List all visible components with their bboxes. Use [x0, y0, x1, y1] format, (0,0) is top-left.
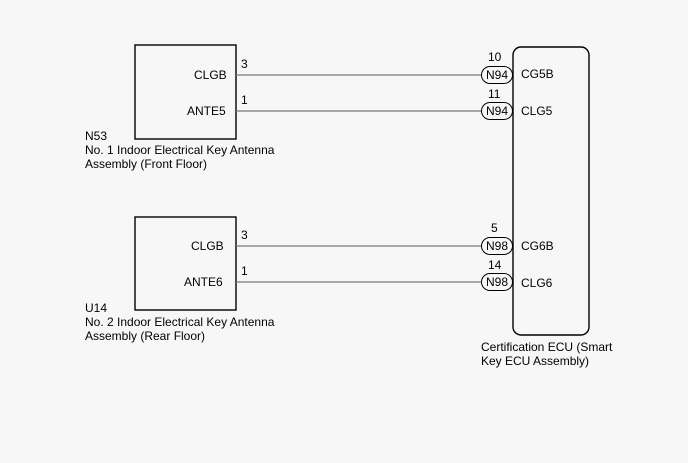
- u14-name-line1: No. 2 Indoor Electrical Key Antenna: [85, 315, 275, 329]
- n53-pin-name-clgb: CLGB: [194, 68, 227, 82]
- u14-code: U14: [85, 301, 108, 315]
- n53-pin-number-clgb: 3: [241, 57, 248, 71]
- connector-n98-clg6: N98: [481, 273, 513, 291]
- ecu-box: [512, 46, 590, 336]
- ecu-pin-name-cg6b: CG6B: [521, 239, 554, 253]
- n53-name-line1: No. 1 Indoor Electrical Key Antenna: [85, 143, 275, 157]
- ecu-pin-name-cg5b: CG5B: [521, 67, 554, 81]
- ecu-name-line2: Key ECU Assembly): [481, 354, 590, 368]
- ecu-name-line1: Certification ECU (Smart: [481, 340, 613, 354]
- connector-n94-clg5: N94: [481, 102, 513, 120]
- ecu-pin-number-cg6b: 5: [491, 221, 498, 235]
- u14-box: [134, 216, 237, 311]
- n53-box: [134, 44, 237, 140]
- n53-pin-name-ante5: ANTE5: [187, 104, 226, 118]
- u14-pin-number-clgb: 3: [241, 228, 248, 242]
- ecu-pin-name-clg6: CLG6: [521, 276, 553, 290]
- connector-n94-cg5b: N94: [481, 66, 513, 84]
- u14-pin-name-clgb: CLGB: [191, 239, 224, 253]
- ecu-pin-number-clg5: 11: [488, 87, 501, 101]
- ecu-pin-number-clg6: 14: [488, 258, 502, 272]
- connector-n98-cg6b: N98: [481, 237, 513, 255]
- u14-pin-number-ante6: 1: [241, 264, 248, 278]
- u14-name-line2: Assembly (Rear Floor): [85, 329, 206, 343]
- u14-pin-name-ante6: ANTE6: [184, 275, 223, 289]
- n53-name-line2: Assembly (Front Floor): [85, 157, 208, 171]
- u14-caption: U14 No. 2 Indoor Electrical Key Antenna …: [85, 301, 274, 343]
- n53-caption: N53 No. 1 Indoor Electrical Key Antenna …: [85, 129, 274, 171]
- n53-pin-number-ante5: 1: [241, 93, 248, 107]
- ecu-pin-number-cg5b: 10: [488, 50, 502, 64]
- ecu-caption: Certification ECU (Smart Key ECU Assembl…: [481, 340, 612, 368]
- n53-code: N53: [85, 129, 108, 143]
- ecu-pin-name-clg5: CLG5: [521, 104, 553, 118]
